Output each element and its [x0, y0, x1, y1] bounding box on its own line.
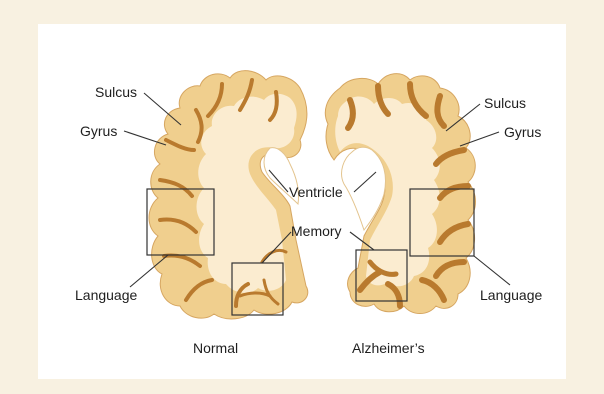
alzheimers-brain [325, 74, 475, 314]
normal-language-label: Language [75, 287, 138, 303]
normal-title: Normal [193, 340, 238, 356]
alzheimers-title: Alzheimer’s [352, 340, 425, 356]
normal-brain [149, 71, 308, 319]
normal-sulcus-label: Sulcus [95, 84, 137, 100]
alzheimers-language-label: Language [480, 287, 543, 303]
alzheimers-language-leader [474, 256, 510, 285]
alzheimers-sulcus-label: Sulcus [484, 95, 526, 111]
ventricle-label: Ventricle [289, 184, 343, 200]
alzheimers-gyrus-label: Gyrus [504, 124, 541, 140]
normal-gyrus-label: Gyrus [80, 123, 117, 139]
normal-gyrus-leader [124, 131, 166, 145]
memory-label: Memory [291, 223, 342, 239]
